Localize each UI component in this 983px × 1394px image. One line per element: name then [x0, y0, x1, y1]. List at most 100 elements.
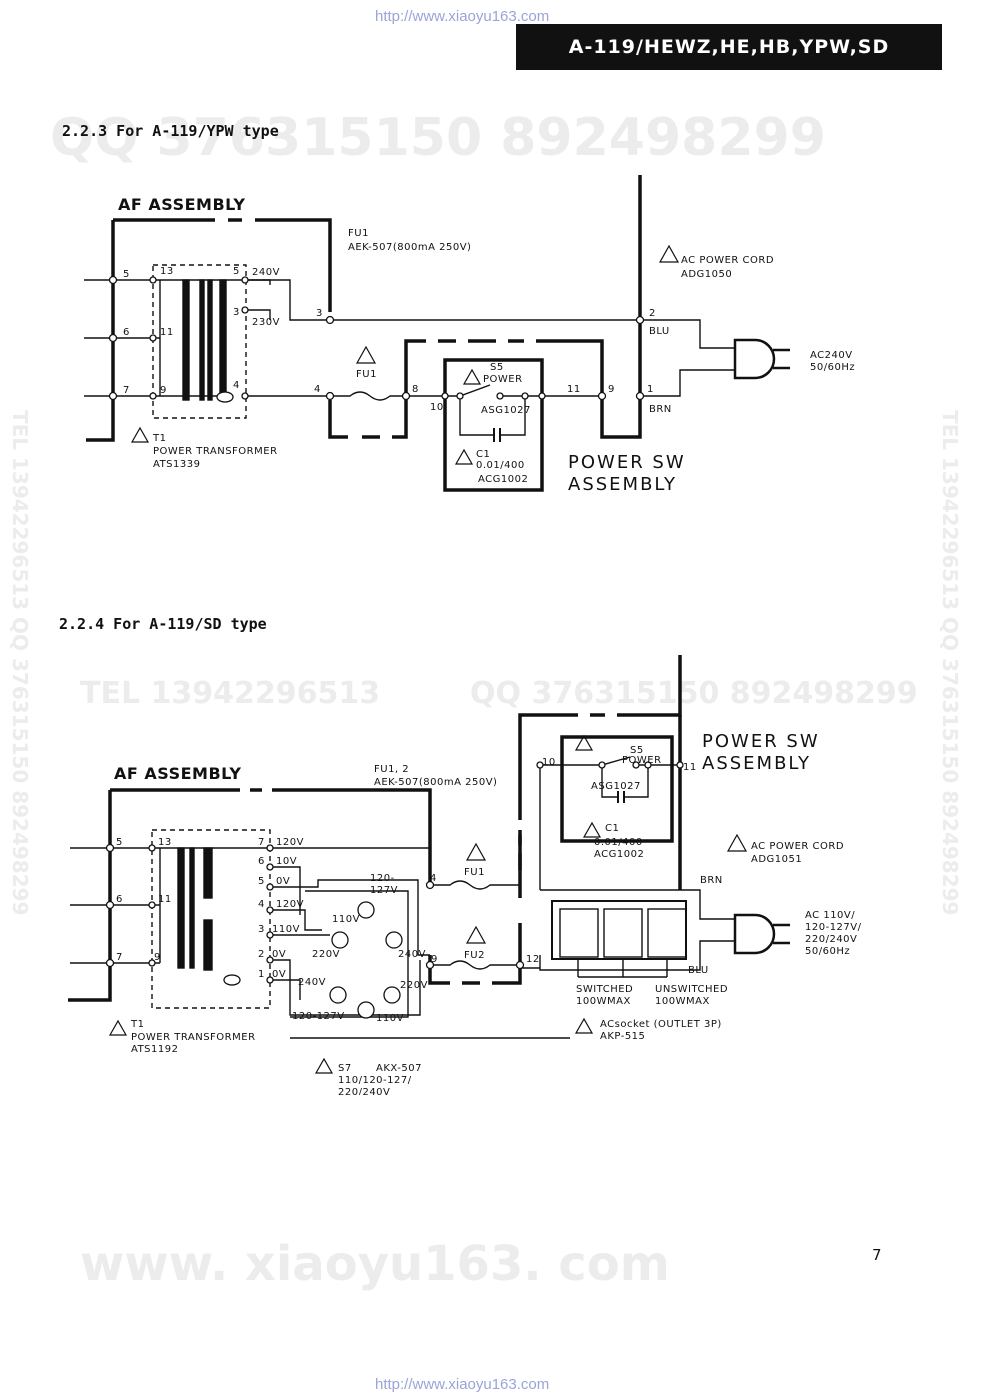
fuse-ref-sd: FU1, 2	[374, 764, 409, 775]
cap-value-sd: 0.01/400	[594, 837, 643, 848]
pin-label: 11	[683, 762, 697, 773]
pin-label: 1	[647, 384, 654, 395]
tap-label: 0V	[272, 949, 286, 960]
selector-volts-2: 220/240V	[338, 1087, 390, 1095]
acsocket-label: ACsocket (OUTLET 3P)	[600, 1019, 722, 1030]
selector-label: 120-127V	[292, 1011, 345, 1022]
wire-brn: BRN	[649, 404, 672, 415]
page-number: 7	[872, 1246, 882, 1264]
tap-label: 0V	[276, 876, 290, 887]
selector-label: 220V	[312, 949, 340, 960]
tap-label: 120V	[276, 837, 304, 848]
cap-ref-sd: C1	[605, 823, 619, 834]
plug-voltage-3: 220/240V	[805, 934, 857, 945]
transformer-part-sd: ATS1192	[131, 1044, 178, 1055]
switched-max: 100WMAX	[576, 996, 631, 1007]
selector-volts-1: 110/120-127/	[338, 1075, 412, 1086]
pin-label: 10	[542, 757, 556, 768]
selector-label: 120-	[370, 873, 395, 884]
pin-label: 13	[160, 266, 174, 277]
tap-label: 110V	[272, 924, 300, 935]
pin-label: 2	[649, 308, 656, 319]
wire-brn-sd: BRN	[700, 875, 723, 886]
transformer-name-sd: POWER TRANSFORMER	[131, 1032, 256, 1043]
pin-label: 11	[160, 327, 174, 338]
tap-pin: 7	[258, 837, 265, 848]
fuse1-label: FU1	[464, 867, 485, 878]
switch-ref: S5	[490, 362, 504, 373]
switch-name-sd: POWER	[622, 755, 662, 766]
watermark-qq: QQ 376315150 892498299	[470, 676, 918, 711]
selector-label: 220V	[400, 980, 428, 991]
ac-cord-part: ADG1050	[681, 269, 732, 280]
pin-label: 11	[567, 384, 581, 395]
power-sw-assembly-label: ASSEMBLY	[568, 474, 677, 495]
pin-label: 6	[116, 894, 123, 905]
switched-label: SWITCHED	[576, 984, 633, 995]
unswitched-label: UNSWITCHED	[655, 984, 728, 995]
plug-voltage-1: AC 110V/	[805, 910, 855, 921]
selector-label: 110V	[332, 914, 360, 925]
pin-label: 3	[316, 308, 323, 319]
switch-part-sd: ASG1027	[591, 781, 641, 792]
tap-label: 120V	[276, 899, 304, 910]
selector-part: AKX-507	[376, 1063, 422, 1074]
fuse-part-sd: AEK-507(800mA 250V)	[374, 777, 497, 788]
pin-label: 5	[233, 266, 240, 277]
cap-part-sd: ACG1002	[594, 849, 644, 860]
ac-cord-part-sd: ADG1051	[751, 854, 802, 865]
transformer-name: POWER TRANSFORMER	[153, 446, 278, 457]
plug-voltage-2: 120-127V/	[805, 922, 862, 933]
transformer-part: ATS1339	[153, 459, 200, 470]
switch-name: POWER	[483, 374, 523, 385]
pin-label: 13	[158, 837, 172, 848]
tap-pin: 1	[258, 969, 265, 980]
pin-label: 9	[431, 954, 438, 965]
fuse-ref: FU1	[348, 228, 369, 239]
pin-label: 4	[233, 380, 240, 391]
transformer-ref: T1	[152, 433, 166, 444]
tap-pin: 2	[258, 949, 265, 960]
ac-cord-label-sd: AC POWER CORD	[751, 841, 844, 852]
pin-label: 4	[430, 873, 437, 884]
acsocket-part: AKP-515	[600, 1031, 645, 1042]
pin-label: 9	[154, 952, 161, 963]
pin-label: 7	[123, 385, 130, 396]
tap-label: 0V	[272, 969, 286, 980]
selector-ref: S7	[338, 1063, 352, 1074]
wire-blu-sd: BLU	[688, 965, 709, 976]
model-header: A-119/HEWZ,HE,HB,YPW,SD	[516, 24, 942, 70]
power-sw-label: POWER SW	[568, 452, 686, 473]
power-sw-label-sd: POWER SW	[702, 731, 820, 752]
pin-label: 5	[123, 269, 130, 280]
af-assembly-label-sd: AF ASSEMBLY	[114, 764, 241, 783]
plug-frequency-sd: 50/60Hz	[805, 946, 850, 957]
pin-label: 9	[608, 384, 615, 395]
cap-ref: C1	[476, 449, 490, 460]
watermark-url-bottom: http://www.xiaoyu163.com	[375, 1376, 550, 1393]
plug-voltage: AC240V	[810, 350, 853, 361]
fuse-label: FU1	[356, 369, 377, 380]
pin-label: 5	[116, 837, 123, 848]
watermark-tel: TEL 13942296513	[80, 676, 381, 711]
tap-pin: 6	[258, 856, 265, 867]
pin-label: 8	[412, 384, 419, 395]
watermark-qq-main: QQ 376315150 892498299	[50, 108, 826, 168]
cap-part: ACG1002	[478, 474, 528, 485]
schematic-sd: AF ASSEMBLY FU1, 2 AEK-507(800mA 250V) F…	[68, 655, 862, 1095]
section-title-sd: 2.2.4 For A-119/SD type	[59, 615, 267, 633]
cap-value: 0.01/400	[476, 460, 525, 471]
selector-label: 127V	[370, 885, 398, 896]
pin-label: 12	[526, 954, 540, 965]
transformer-ref-sd: T1	[130, 1019, 144, 1030]
watermark-url-top: http://www.xiaoyu163.com	[375, 8, 550, 25]
switch-ref-sd: S5	[630, 745, 644, 756]
selector-label: 110V	[376, 1013, 404, 1024]
pin-label: 10	[430, 402, 444, 413]
pin-label: 3	[233, 307, 240, 318]
schematic-ypw: AF ASSEMBLY FU1 AEK-507(800mA 250V) FU1 …	[84, 175, 855, 495]
selector-label: 240V	[298, 977, 326, 988]
ac-cord-label: AC POWER CORD	[681, 255, 774, 266]
pin-label: 7	[116, 952, 123, 963]
plug-frequency: 50/60Hz	[810, 362, 855, 373]
